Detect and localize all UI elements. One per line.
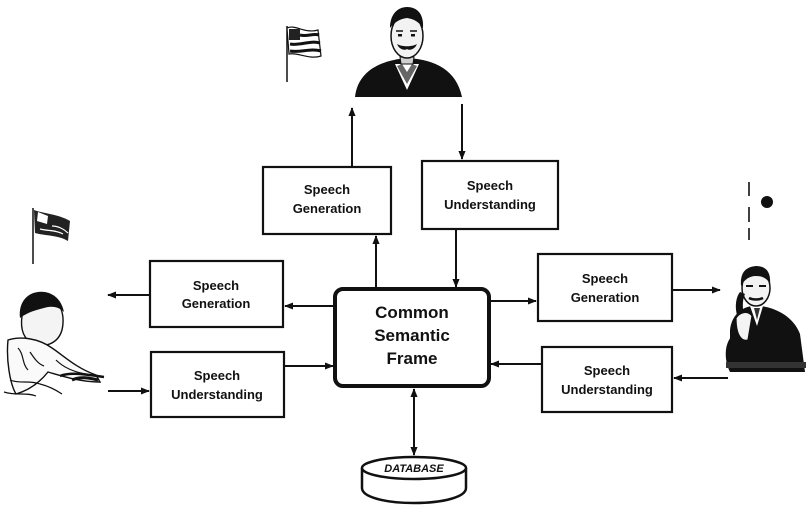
japan-flag-icon [748,182,773,240]
right-generation-line1: Speech [582,271,628,286]
child-writing-icon [3,291,105,397]
flag-icon [32,208,70,264]
left-speech-generation-box: Speech Generation [148,259,285,329]
left-understanding-line2: Understanding [171,387,263,402]
right-speech-understanding-box: Speech Understanding [540,345,674,414]
database-label: DATABASE [384,463,444,475]
top-generation-line1: Speech [304,182,350,197]
top-understanding-line1: Speech [467,178,513,193]
center-label-line2: Semantic [374,326,450,345]
businessman-on-phone-icon [725,266,806,372]
center-label-line1: Common [375,303,449,322]
center-box-common-semantic-frame: Common Semantic Frame [333,287,491,388]
right-generation-line2: Generation [571,290,640,305]
us-flag-icon [286,26,322,82]
left-speech-understanding-box: Speech Understanding [149,350,286,419]
man-with-mustache-icon [355,7,462,97]
left-generation-line1: Speech [193,278,239,293]
top-speech-understanding-box: Speech Understanding [420,159,560,231]
database-cylinder: DATABASE [360,455,468,505]
top-understanding-line2: Understanding [444,197,536,212]
top-speech-generation-box: Speech Generation [261,165,393,236]
right-understanding-line1: Speech [584,363,630,378]
right-understanding-line2: Understanding [561,382,653,397]
left-understanding-line1: Speech [194,368,240,383]
top-generation-line2: Generation [293,201,362,216]
center-label-line3: Frame [386,349,437,368]
right-speech-generation-box: Speech Generation [536,252,674,323]
left-generation-line2: Generation [182,296,251,311]
